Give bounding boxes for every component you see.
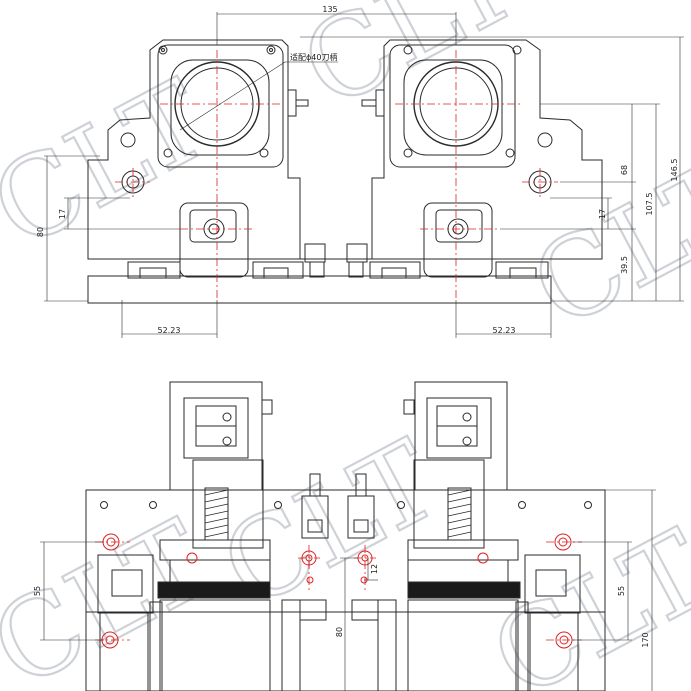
right-spindle	[351, 381, 581, 691]
dim-12: 12	[370, 564, 379, 574]
dim-17-left: 17	[58, 209, 67, 219]
dim-17-right: 17	[598, 209, 607, 219]
dim-55-left: 55	[33, 586, 42, 596]
dim-80-center: 80	[335, 627, 344, 637]
top-centerlines	[115, 50, 558, 300]
dim-55-right: 55	[617, 586, 626, 596]
base-frame	[85, 489, 606, 691]
dim-170: 170	[641, 632, 650, 647]
callout-tool-holder: 适配ϕ40刀柄	[290, 52, 337, 62]
top-dimensions	[44, 12, 684, 338]
dim-80-left: 80	[36, 227, 45, 237]
frame-bolts	[100, 501, 592, 509]
dim-146-5: 146.5	[670, 159, 679, 182]
base-plate	[87, 275, 552, 304]
bottom-dimensions	[40, 489, 656, 691]
bottom-view	[40, 381, 656, 691]
svg-text:CLT: CLT	[0, 56, 228, 273]
dim-107-5: 107.5	[645, 193, 654, 216]
top-view	[44, 12, 684, 338]
dim-39-5: 39.5	[620, 256, 629, 274]
dim-135: 135	[322, 5, 337, 14]
left-spindle	[97, 381, 327, 691]
dim-52-23-right: 52.23	[493, 326, 516, 335]
dim-52-23-left: 52.23	[158, 326, 181, 335]
dim-68: 68	[620, 165, 629, 175]
center-valves	[301, 473, 375, 539]
